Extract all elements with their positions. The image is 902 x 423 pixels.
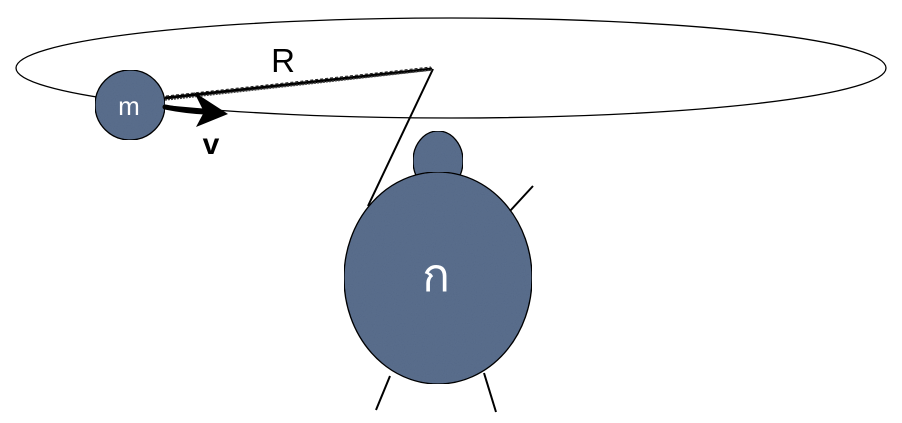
- right-leg: [483, 372, 497, 413]
- string-line: [367, 68, 434, 207]
- radius-line: [164, 66, 433, 101]
- figure-glyph: ก: [422, 249, 450, 301]
- radius-label: R: [271, 42, 295, 79]
- person-body: [343, 171, 533, 385]
- velocity-arrow: [162, 92, 228, 127]
- velocity-label: v: [203, 128, 220, 161]
- left-leg: [375, 375, 391, 411]
- mass-label: m: [118, 91, 140, 121]
- orbit-ellipse: [15, 17, 887, 119]
- right-arm: [509, 185, 534, 212]
